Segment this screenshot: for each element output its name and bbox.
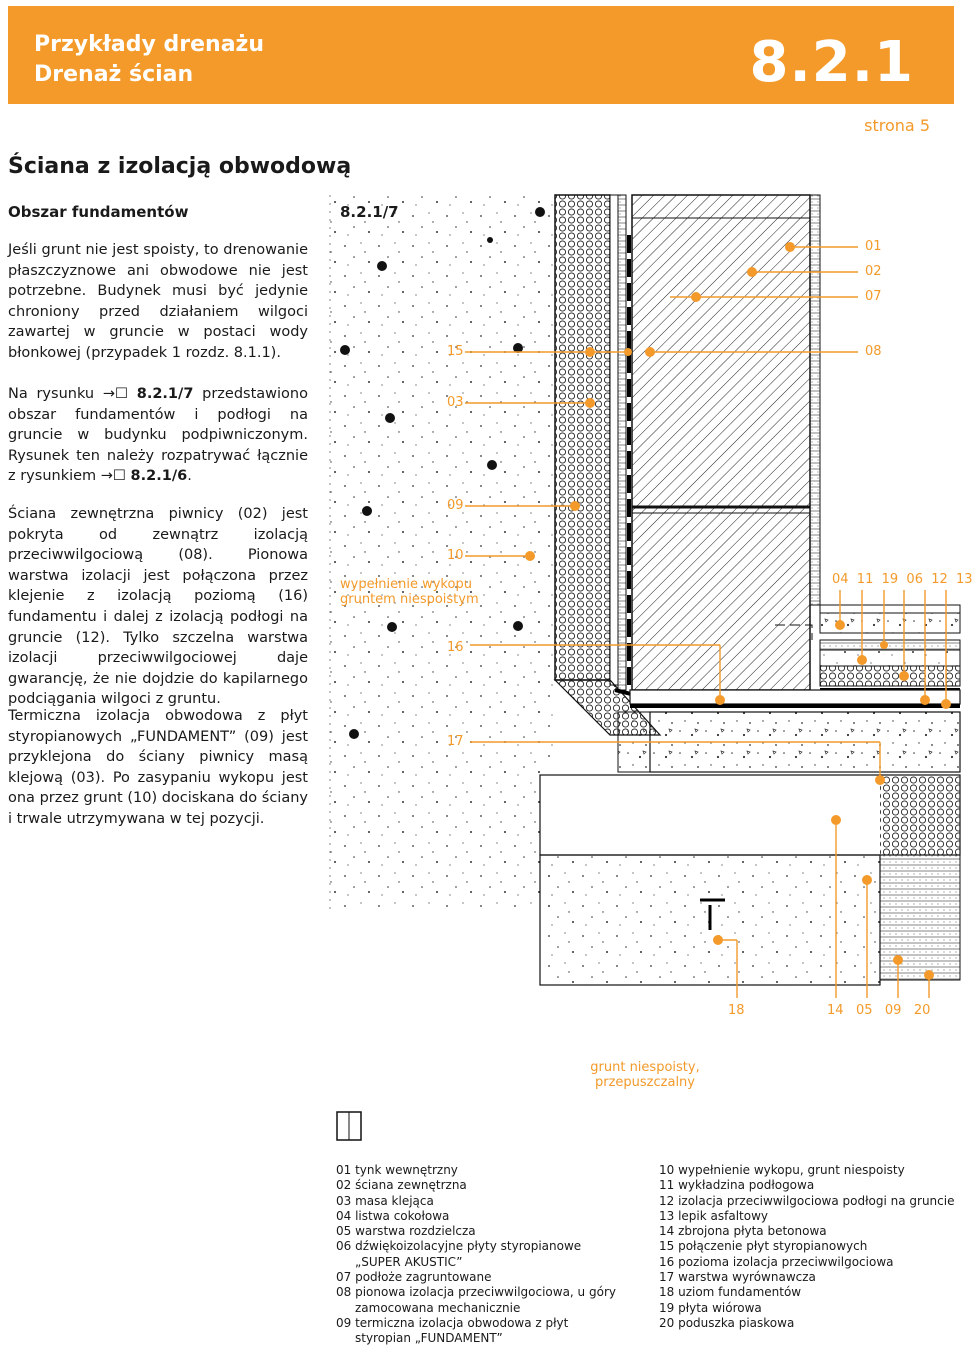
figure-reference-1[interactable]: 8.2.1/7 — [136, 386, 194, 402]
callout-ground-line2: przepuszczalny — [595, 1075, 695, 1090]
legend-item: 09 termiczna izolacja obwodowa z płyt — [336, 1315, 569, 1330]
paragraph-4: Termiczna izolacja obwodowa z płyt styro… — [8, 708, 308, 827]
figure-reference-2[interactable]: 8.2.1/6 — [130, 468, 188, 485]
legend-item: 04 listwa cokołowa — [336, 1208, 450, 1223]
callout-02: 02 — [865, 264, 882, 279]
legend-item-continued: styropian „FUNDAMENT” — [355, 1331, 503, 1346]
header-title-line1: Przykłady drenażu — [34, 32, 265, 57]
section-number: 8.2.1 — [749, 30, 914, 95]
legend-item: 06 dźwiękoizolacyjne płyty styropianowe — [336, 1239, 582, 1254]
legend-item: 16 pozioma izolacja przeciwwilgociowa — [659, 1254, 894, 1269]
header-banner: Przykłady drenażu Drenaż ścian 8.2.1 — [8, 6, 954, 104]
paragraph-2-text-b: przedstawiono obszar fundamentów i podło… — [8, 386, 308, 485]
legend-item: 17 warstwa wyrównawcza — [659, 1270, 816, 1285]
paragraph-1: Jeśli grunt nie jest spoisty, to drenowa… — [8, 242, 308, 361]
legend-item: 13 lepik asfaltowy — [659, 1208, 768, 1223]
callout-top-row: 04 11 19 06 12 13 — [832, 572, 973, 587]
legend-item: 14 zbrojona płyta betonowa — [659, 1224, 827, 1239]
legend-item: 07 podłoże zagruntowane — [336, 1270, 492, 1285]
callout-09: 09 — [447, 498, 464, 513]
legend-item: 03 masa klejąca — [336, 1193, 434, 1208]
callout-08: 08 — [865, 344, 882, 359]
callout-15: 15 — [447, 344, 464, 359]
page-number: strona 5 — [864, 116, 930, 135]
callout-01: 01 — [865, 239, 882, 254]
paragraph-2: Na rysunku →☐ 8.2.1/7 przedstawiono obsz… — [8, 384, 308, 487]
construction-detail-drawing — [329, 194, 961, 1141]
callout-bottom-row: 14 05 09 20 — [827, 1003, 931, 1018]
arrow-to-box-icon: →☐ — [102, 386, 128, 402]
callout-ground-line1: grunt niespoisty, — [590, 1060, 700, 1075]
callout-10: 10 — [447, 548, 464, 563]
callout-backfill-line1: wypełnienie wykopu — [340, 577, 472, 592]
legend-item: 19 płyta wiórowa — [659, 1300, 762, 1315]
legend-item: 05 warstwa rozdzielcza — [336, 1224, 476, 1239]
arrow-to-box-icon: →☐ — [100, 468, 126, 485]
legend-item: 01 tynk wewnętrzny — [336, 1163, 458, 1177]
header-title-line2: Drenaż ścian — [34, 62, 194, 87]
legend-item: 18 uziom fundamentów — [659, 1285, 802, 1300]
paragraph-3: Ściana zewnętrzna piwnicy (02) jest pokr… — [8, 506, 308, 708]
callout-07: 07 — [865, 289, 882, 304]
section-subtitle: Obszar fundamentów — [8, 203, 189, 221]
callout-17: 17 — [447, 734, 464, 749]
callout-16: 16 — [447, 640, 464, 655]
legend-item: 08 pionowa izolacja przeciwwilgociowa, u… — [336, 1285, 616, 1300]
legend-item: 12 izolacja przeciwwilgociowa podłogi na… — [659, 1193, 955, 1208]
callout-18: 18 — [728, 1003, 745, 1018]
legend-item: 11 wykładzina podłogowa — [659, 1178, 815, 1193]
legend-item: 02 ściana zewnętrzna — [336, 1178, 467, 1193]
legend-item: 10 wypełnienie wykopu, grunt niespoisty — [659, 1163, 905, 1177]
legend-item: 15 połączenie płyt styropianowych — [659, 1239, 868, 1254]
legend-left: 01 tynk wewnętrzny 02 ściana zewnętrzna … — [336, 1163, 616, 1347]
legend-item: 20 poduszka piaskowa — [659, 1315, 795, 1330]
legend-item-continued: „SUPER AKUSTIC” — [355, 1254, 463, 1269]
legend-right: 10 wypełnienie wykopu, grunt niespoisty … — [659, 1163, 954, 1331]
paragraph-2-text-c: . — [187, 468, 192, 485]
callout-backfill-line2: gruntem niespoistym — [340, 592, 479, 607]
callout-03: 03 — [447, 395, 464, 410]
callout-backfill: wypełnienie wykopu gruntem niespoistym — [340, 577, 479, 607]
callout-ground: grunt niespoisty, przepuszczalny — [590, 1060, 700, 1090]
page-title: Ściana z izolacją obwodową — [8, 154, 352, 179]
paragraph-2-text-a: Na rysunku — [8, 386, 103, 402]
legend-item-continued: zamocowana mechanicznie — [355, 1300, 521, 1315]
